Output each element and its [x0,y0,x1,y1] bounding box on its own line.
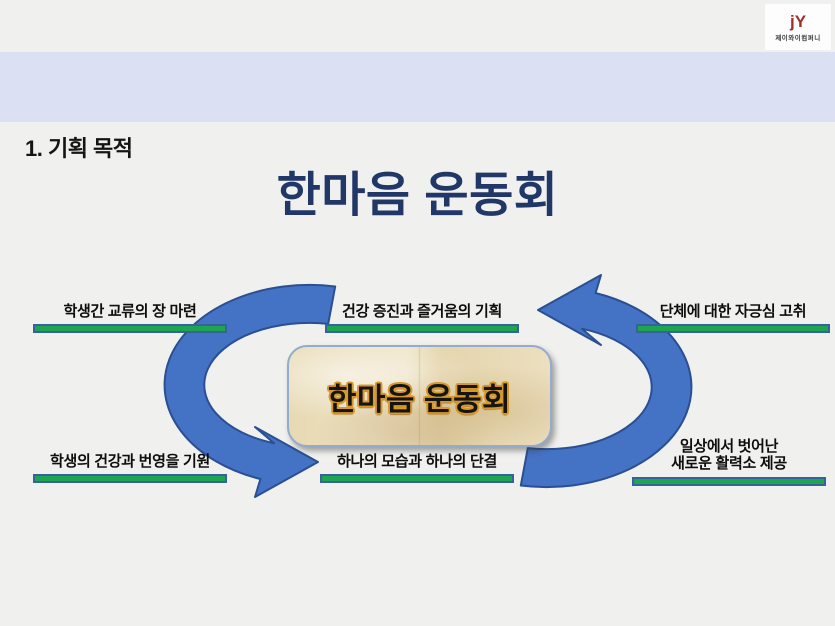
diagram-label-bottom-right: 일상에서 벗어난 새로운 활력소 제공 [599,438,835,486]
page-title: 한마음 운동회 [276,169,559,222]
diagram-center-box: 한마음 운동회 [287,345,552,447]
company-logo: jY 제이와이컴퍼니 [765,4,831,50]
diagram-label-top-left: 학생간 교류의 장 마련 [0,303,260,334]
green-underline [320,474,514,484]
label-text: 단체에 대한 자긍심 고취 [659,303,807,320]
logo-mark: jY [789,11,807,31]
diagram-label-top-center: 건강 증진과 즐거움의 기획 [292,303,552,334]
diagram-label-bottom-left: 학생의 건강과 번영을 기원 [0,453,260,484]
green-underline [636,324,830,334]
green-underline [33,474,227,484]
header-band [0,52,835,122]
center-box-title: 한마음 운동회 [327,381,512,417]
diagram-label-bottom-center: 하나의 모습과 하나의 단결 [287,453,547,484]
green-underline [632,476,826,486]
cycle-arrow-left [163,283,337,498]
logo-company-name: 제이와이컴퍼니 [775,34,821,42]
label-text: 일상에서 벗어난 새로운 활력소 제공 [671,438,787,473]
green-underline [325,324,519,334]
label-text: 학생간 교류의 장 마련 [63,303,197,320]
label-text: 학생의 건강과 번영을 기원 [49,453,211,470]
green-underline [33,324,227,334]
section-title: 1. 기획 목적 [25,136,133,161]
label-text: 건강 증진과 즐거움의 기획 [341,303,503,320]
diagram-label-top-right: 단체에 대한 자긍심 고취 [603,303,835,334]
label-text: 하나의 모습과 하나의 단결 [336,453,498,470]
